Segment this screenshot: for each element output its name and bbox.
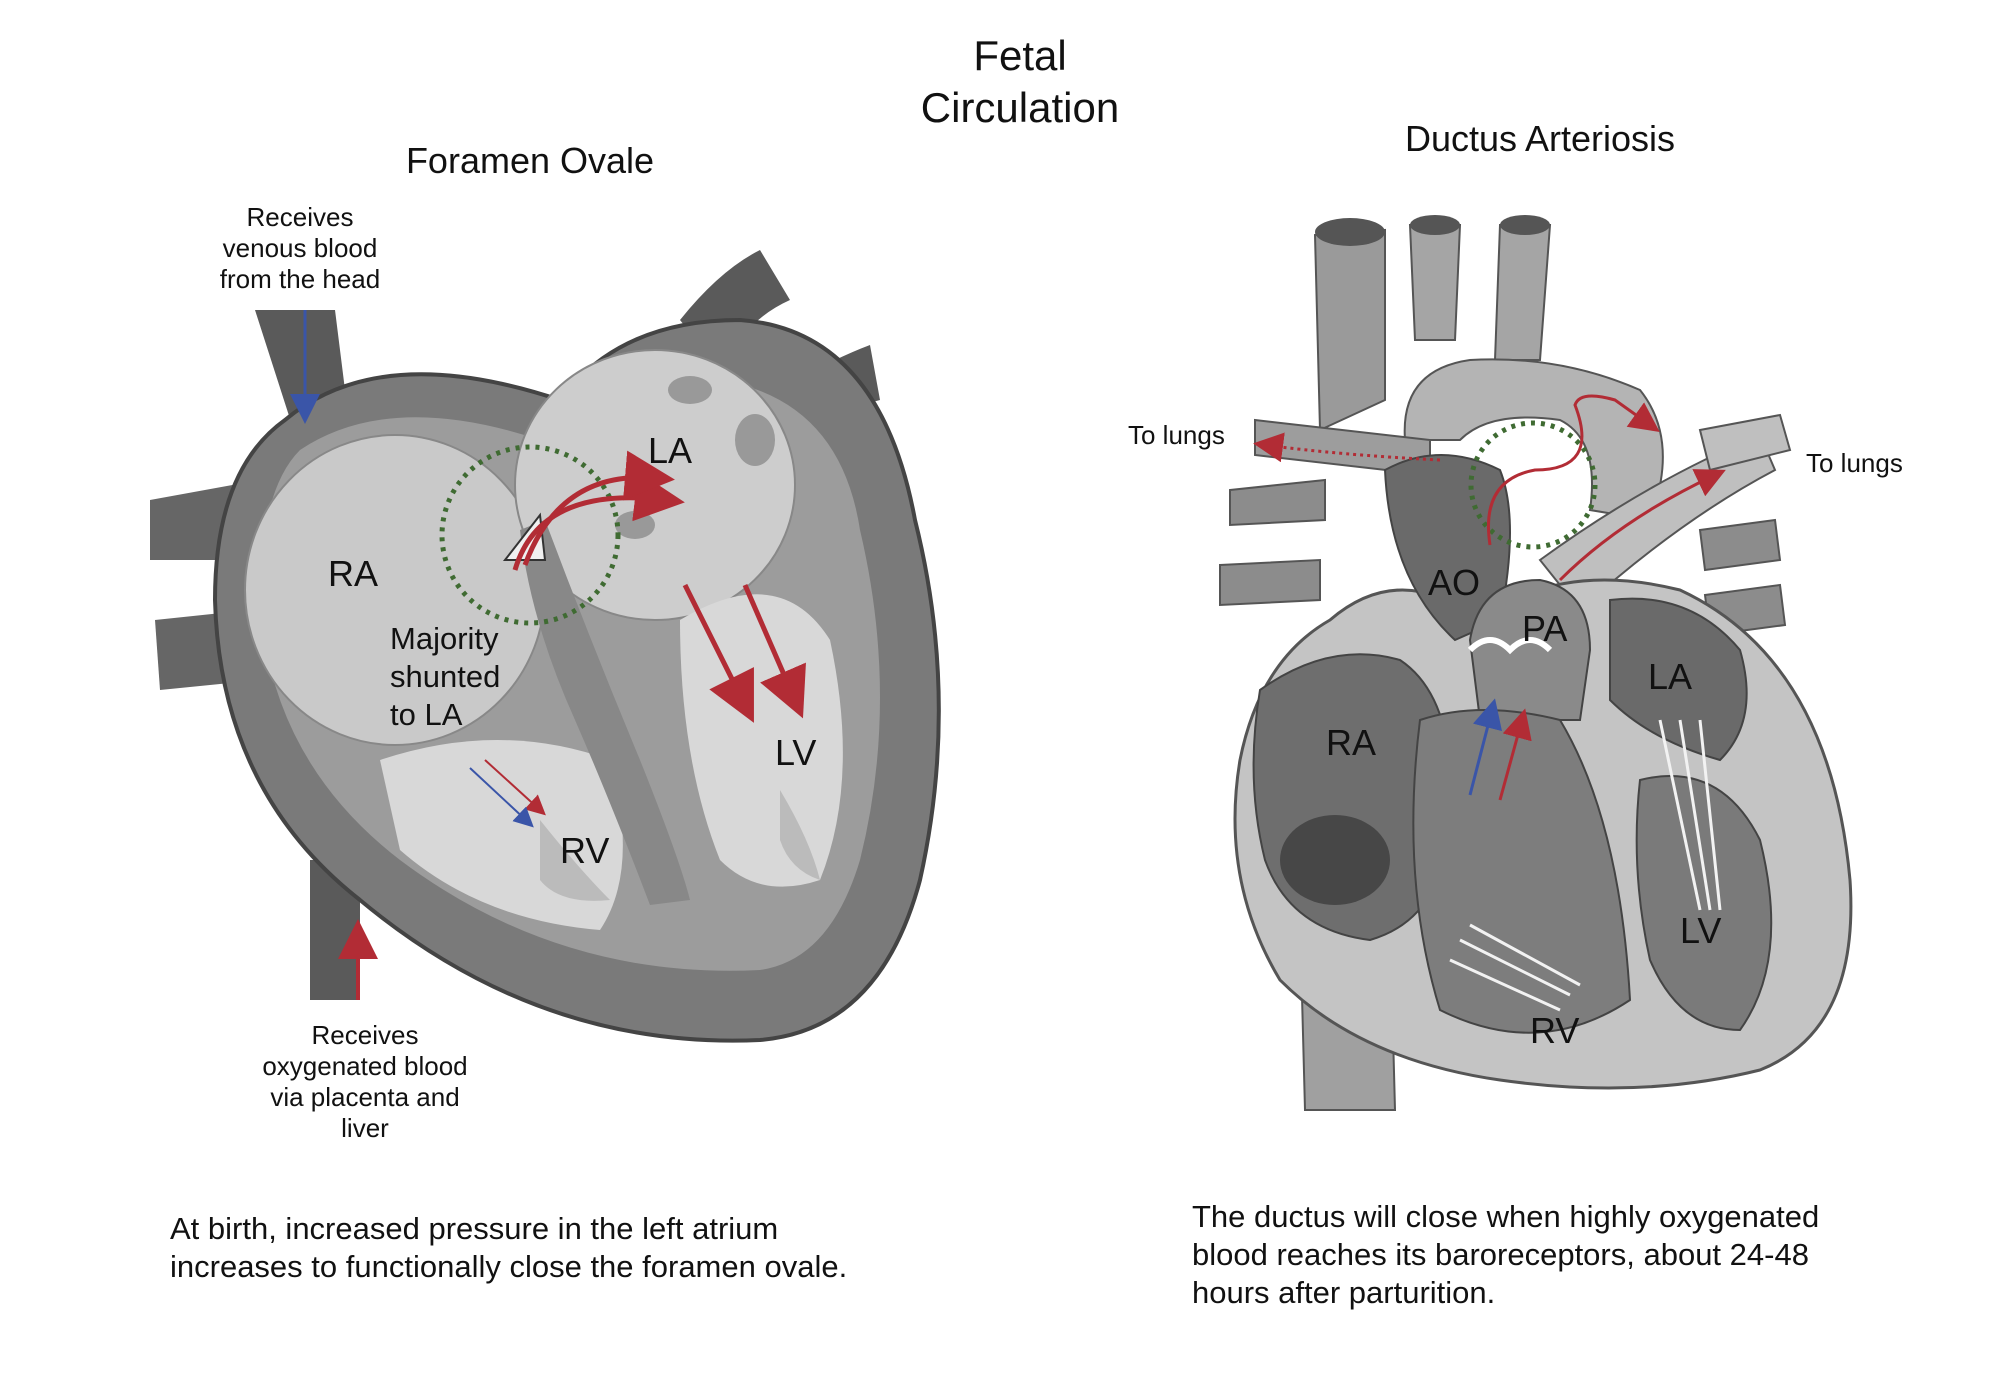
pulmonary-artery-shape [1468, 578, 1592, 721]
left-heart-illustration [150, 250, 941, 1043]
to-lungs-right-label: To lungs [1806, 448, 1903, 478]
label-lv-left: LV [775, 732, 817, 773]
right-ventricle-shape-2 [1412, 709, 1632, 1034]
to-lungs-left-label: To lungs [1128, 420, 1225, 450]
label-la-left: LA [648, 430, 693, 471]
foramen-ovale-caption: At birth, increased pressure in the left… [170, 1211, 848, 1284]
label-ao: AO [1428, 562, 1481, 603]
label-pa: PA [1522, 608, 1568, 649]
left-atrium-shape-2 [1609, 597, 1748, 762]
oxygenated-blood-note: Receives oxygenated blood via placenta a… [262, 1020, 468, 1143]
label-rv-right: RV [1530, 1010, 1580, 1051]
label-ra-left: RA [328, 553, 379, 594]
label-lv-right: LV [1680, 910, 1722, 951]
foramen-ovale-highlight [439, 444, 621, 626]
left-ventricle-shape-2 [1635, 775, 1773, 1032]
page-title: Fetal Circulation [920, 32, 1120, 131]
aorta-shape [1383, 454, 1511, 642]
shunt-label: Majority shunted to LA [390, 621, 501, 732]
label-rv-left: RV [560, 830, 610, 871]
label-ra-right: RA [1326, 722, 1377, 763]
label-la-right: LA [1648, 656, 1693, 697]
venous-blood-note: Receives venous blood from the head [219, 202, 381, 294]
ductus-caption: The ductus will close when highly oxygen… [1192, 1199, 1820, 1310]
ductus-arteriosus-highlight [1468, 420, 1598, 550]
foramen-ovale-heading: Foramen Ovale [405, 140, 655, 181]
right-flow-arrows [1253, 394, 1726, 801]
right-heart-illustration [1219, 215, 1853, 1111]
ductus-arteriosis-heading: Ductus Arteriosis [1404, 118, 1676, 159]
left-flow-arrows [290, 310, 806, 1000]
